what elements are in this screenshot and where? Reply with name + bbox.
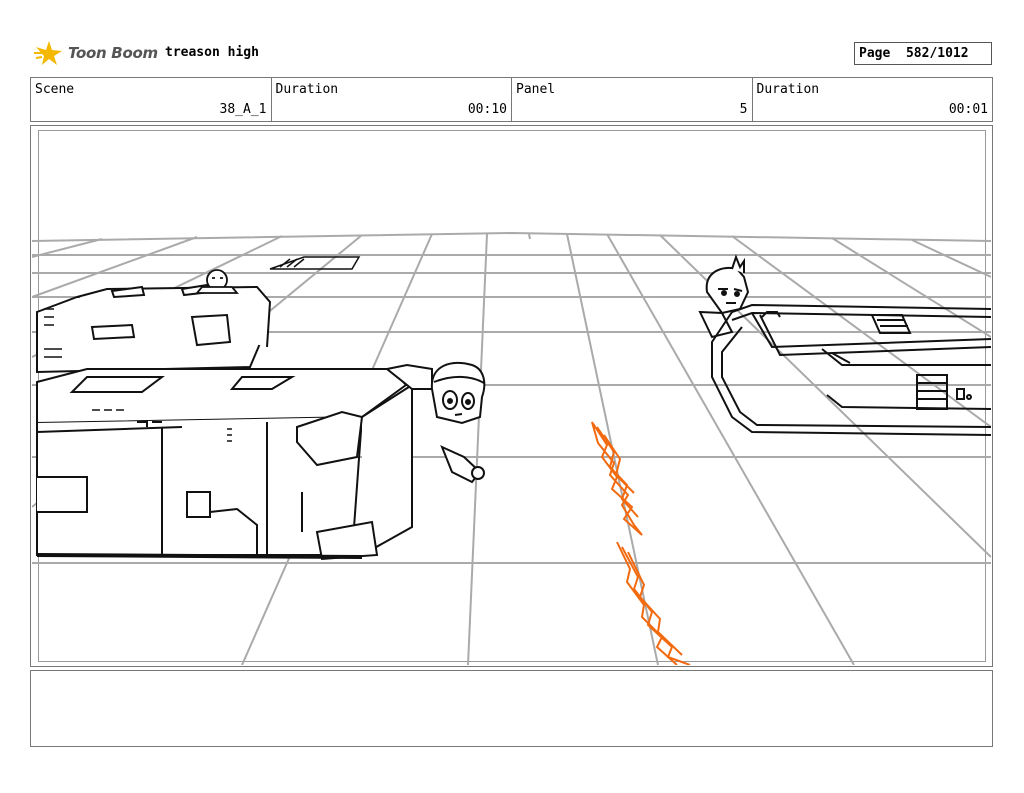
scene-cell: Scene 38_A_1 bbox=[31, 78, 272, 121]
scene-duration-value: 00:10 bbox=[467, 102, 507, 117]
scene-duration-cell: Duration 00:10 bbox=[272, 78, 512, 121]
character-peeking-head bbox=[195, 269, 239, 294]
left-desk-floor-line bbox=[36, 553, 363, 559]
panel-duration-cell: Duration 00:01 bbox=[753, 78, 993, 121]
left-desk-details bbox=[44, 308, 232, 442]
scene-value: 38_A_1 bbox=[219, 102, 267, 117]
scene-label: Scene bbox=[35, 82, 75, 97]
panel-frame bbox=[30, 125, 993, 667]
panel-duration-value: 00:01 bbox=[948, 102, 988, 117]
panel-notes-box bbox=[30, 670, 993, 747]
panel-value: 5 bbox=[739, 102, 748, 117]
panel-info-row: Scene 38_A_1 Duration 00:10 Panel 5 Dura… bbox=[30, 77, 993, 122]
floor-hatch-panel bbox=[269, 256, 361, 270]
logo-text: Toon Boom bbox=[68, 44, 158, 62]
orange-effect-scribble bbox=[591, 421, 691, 665]
toon-boom-star-icon bbox=[34, 41, 62, 65]
project-title: treason high bbox=[165, 45, 259, 60]
panel-cell: Panel 5 bbox=[512, 78, 753, 121]
page-indicator: Page 582/1012 bbox=[854, 42, 992, 65]
toon-boom-logo: Toon Boom bbox=[34, 38, 158, 68]
page-number: 582/1012 bbox=[905, 46, 969, 61]
page-label: Page bbox=[859, 46, 891, 61]
panel-duration-label: Duration bbox=[756, 82, 820, 97]
boy-character bbox=[698, 254, 750, 339]
girl-character bbox=[430, 361, 486, 484]
panel-label: Panel bbox=[516, 82, 556, 97]
scene-duration-label: Duration bbox=[275, 82, 339, 97]
right-console bbox=[711, 303, 991, 436]
storyboard-drawing bbox=[32, 231, 991, 665]
left-desk-cluster bbox=[36, 283, 433, 561]
